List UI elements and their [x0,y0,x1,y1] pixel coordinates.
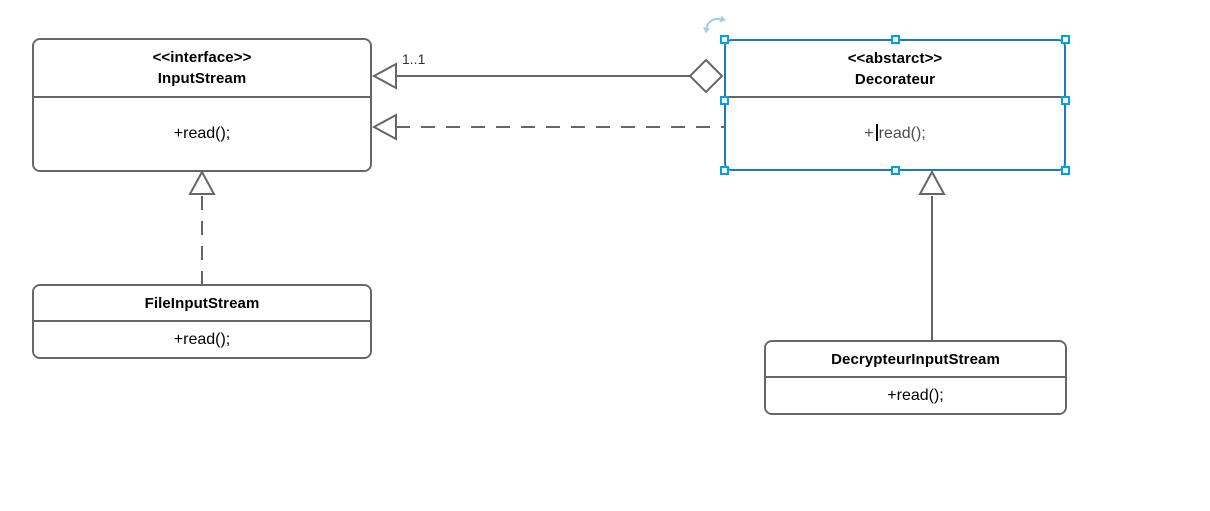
member-prefix: + [864,124,874,142]
class-header-fileinputstream: FileInputStream [34,286,370,322]
relation-generalization-decrypteur[interactable] [918,169,946,341]
handle-bottom-right[interactable] [1061,166,1070,175]
class-header-inputstream: <<interface>> InputStream [34,40,370,98]
class-members-decrypteurinputstream: +read(); [766,378,1065,413]
text-caret [875,123,878,141]
class-stereotype: <<abstarct>> [847,49,943,67]
class-members-fileinputstream: +read(); [34,322,370,357]
relation-aggregation[interactable] [371,58,724,94]
handle-bottom-left[interactable] [720,166,729,175]
class-name: InputStream [157,70,247,87]
handle-top-right[interactable] [1061,35,1070,44]
member-rest: read(); [878,124,926,142]
rotate-icon[interactable] [702,14,728,36]
relation-realization-file[interactable] [188,169,216,284]
multiplicity-label-1-1: 1..1 [402,51,426,67]
uml-class-decorateur[interactable]: <<abstarct>> Decorateur +read(); [724,39,1066,171]
class-name: FileInputStream [144,294,260,312]
class-members-inputstream: +read(); [34,98,370,170]
handle-middle-right[interactable] [1061,96,1070,105]
class-header-decrypteurinputstream: DecrypteurInputStream [766,342,1065,378]
class-name: DecrypteurInputStream [831,350,1000,368]
class-members-decorateur[interactable]: +read(); [726,98,1064,169]
class-member: +read(); [887,386,944,404]
relation-realization-decorateur[interactable] [371,113,726,141]
class-stereotype: <<interface>> [152,49,252,66]
class-header-decorateur: <<abstarct>> Decorateur [726,41,1064,98]
uml-class-decrypteurinputstream[interactable]: DecrypteurInputStream +read(); [764,340,1067,415]
class-name: Decorateur [854,70,936,88]
uml-class-inputstream[interactable]: <<interface>> InputStream +read(); [32,38,372,172]
handle-top-center[interactable] [891,35,900,44]
handle-middle-left[interactable] [720,96,729,105]
handle-top-left[interactable] [720,35,729,44]
class-member: +read(); [173,330,231,348]
uml-class-fileinputstream[interactable]: FileInputStream +read(); [32,284,372,359]
class-member-editing[interactable]: +read(); [864,123,926,144]
class-member: +read(); [173,125,231,142]
handle-bottom-center[interactable] [891,166,900,175]
